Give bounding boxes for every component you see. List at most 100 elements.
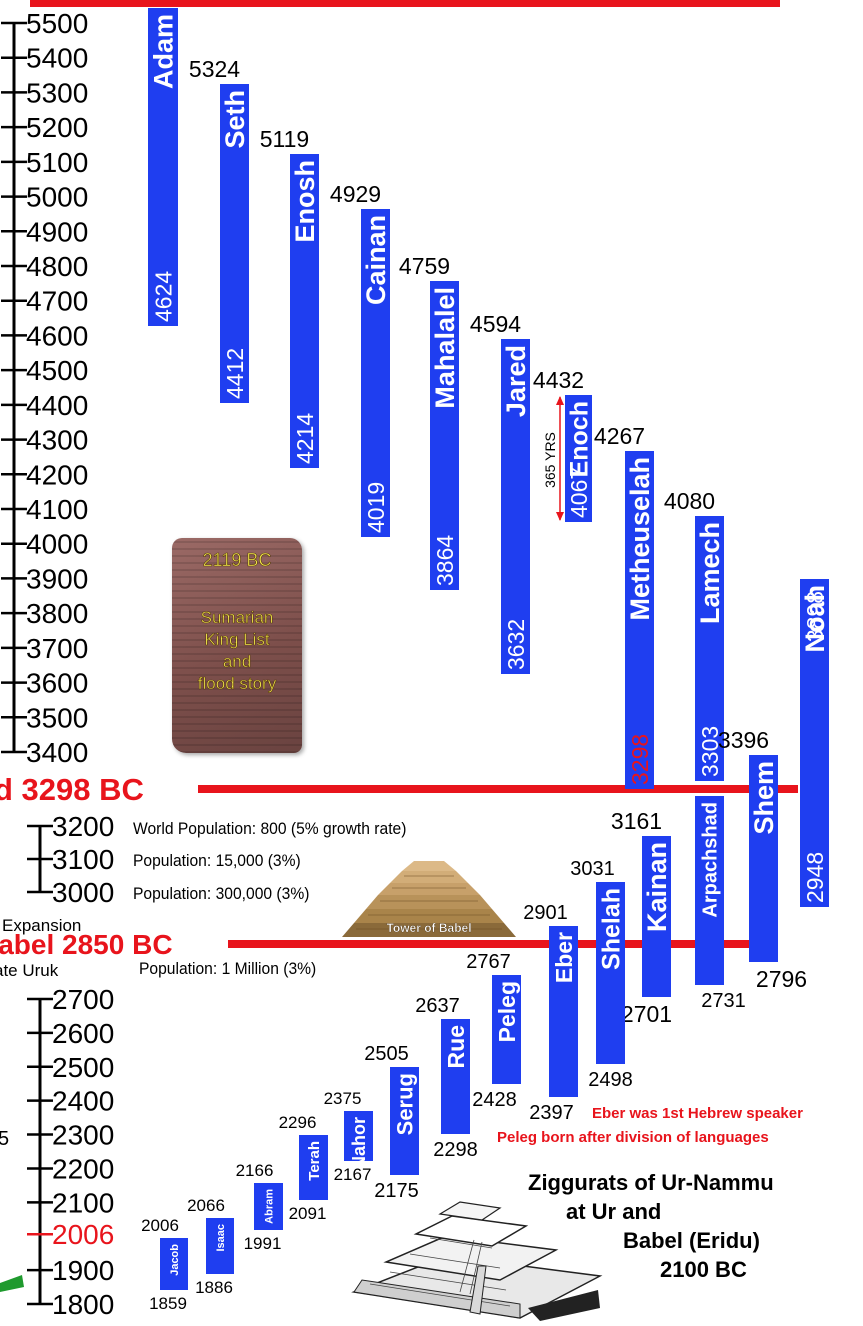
axis-tick-label: 4500 (26, 355, 88, 386)
ziggurat-caption-line: at Ur and (566, 1199, 662, 1224)
lifespan-bar-jacob (160, 1238, 188, 1290)
lifespan-birth-year: 2505 (364, 1043, 409, 1065)
lifespan-death-year: 1991 (244, 1234, 282, 1253)
lifespan-name-label: Jared (501, 345, 531, 417)
axis-tick-label: 4800 (26, 251, 88, 282)
lifespan-bar-terah (299, 1135, 328, 1200)
ziggurat-caption-line: Babel (Eridu) (623, 1228, 760, 1253)
lifespan-inner-year: 3898 (802, 591, 828, 642)
lifespan-death-year: 2701 (621, 1001, 672, 1027)
axis-tick-label: 4300 (26, 425, 88, 456)
lifespan-bar-serug (390, 1067, 419, 1175)
axis-tick-label: 2300 (52, 1120, 114, 1151)
lifespan-death-year: 4067 (566, 467, 592, 518)
axis-tick-label: 5200 (26, 112, 88, 143)
lifespan-death-year: 2397 (529, 1102, 574, 1124)
annotation-note: Population: 300,000 (3%) (133, 884, 309, 903)
lifespan-name-label: Arpachshad (700, 802, 722, 918)
lifespan-death-year: 3864 (432, 535, 458, 586)
lifespan-birth-year: 4929 (330, 181, 381, 207)
axis-tick-label: 3000 (52, 877, 114, 908)
lifespan-birth-year: 2767 (466, 951, 511, 973)
event-line-2850 (228, 940, 750, 948)
axis-tick-label: 1800 (52, 1289, 114, 1320)
enoch-span-label: 365 YRS (542, 432, 558, 488)
axis-tick-label: 5100 (26, 147, 88, 178)
lifespan-birth-year: 3161 (611, 808, 662, 834)
lifespan-death-year: 1886 (195, 1278, 233, 1297)
lifespan-name-label: Enoch (566, 401, 594, 477)
lifespan-birth-year: 2637 (415, 995, 460, 1017)
lifespan-name-label: Eber (551, 932, 577, 983)
lifespan-birth-year: 4432 (533, 367, 584, 393)
lifespan-name-label: Rue (443, 1025, 469, 1068)
lifespan-bar-enoch (565, 395, 592, 522)
lifespan-death-year: 1859 (149, 1294, 187, 1313)
ziggurat-caption-line: 2100 BC (660, 1257, 747, 1282)
lifespan-bar-arpachshad (695, 796, 724, 985)
lifespan-death-year: 4624 (150, 271, 176, 322)
lifespan-bar-cainan (361, 209, 390, 537)
tower-of-babel-image: Tower of Babel (336, 857, 522, 939)
lifespan-birth-year: 4759 (399, 253, 450, 279)
lifespan-birth-year: 5119 (260, 126, 309, 152)
axis-tick-label: 5500 (26, 8, 88, 39)
lifespan-bar-enosh (290, 154, 319, 468)
lifespan-birth-year: 2006 (141, 1216, 179, 1235)
annotation-note: Expansion (2, 916, 81, 935)
lifespan-birth-year: 2066 (187, 1196, 225, 1215)
lifespan-death-year: 2428 (472, 1089, 517, 1111)
lifespan-death-year: 4412 (222, 348, 248, 399)
event-label-2850: Babel 2850 BC (0, 929, 173, 960)
top-red-rule (30, 0, 780, 7)
lifespan-bar-jared (501, 339, 530, 674)
lifespan-bar-mahalalel (430, 281, 459, 590)
axis-tick-label: 3900 (26, 563, 88, 594)
lifespan-name-label: Shem (749, 761, 779, 835)
axis-tick-label: 3800 (26, 598, 88, 629)
lifespan-bar-abram (254, 1183, 283, 1230)
enoch-span-arrow-down (556, 512, 564, 521)
lifespan-birth-year: 2296 (279, 1113, 317, 1132)
axis-tick-label: 2006 (52, 1219, 114, 1250)
lifespan-death-year: 2091 (289, 1204, 327, 1223)
annotation-note: 5 (0, 1128, 9, 1150)
lifespan-death-year: 2175 (374, 1180, 419, 1202)
ziggurat-image (350, 1180, 610, 1321)
axis-tick-label: 3100 (52, 844, 114, 875)
axis-tick-label: 2600 (52, 1018, 114, 1049)
lifespan-name-label: Nahor (349, 1117, 369, 1169)
lifespan-bar-shelah (596, 882, 625, 1064)
lifespan-bar-noah (800, 579, 829, 907)
axis-tick-label: 5300 (26, 77, 88, 108)
lifespan-death-year: 3632 (503, 619, 529, 670)
axis-tick-label: 3500 (26, 702, 88, 733)
event-label-3298: d 3298 BC (0, 772, 144, 807)
axis-tick-label: 4200 (26, 459, 88, 490)
axis-tick-label: 4700 (26, 286, 88, 317)
lifespan-bar-nahor (344, 1111, 373, 1161)
lifespan-death-year: 2167 (334, 1165, 372, 1184)
axis-tick-label: 4000 (26, 529, 88, 560)
lifespan-bar-rue (441, 1019, 470, 1134)
lifespan-name-label: Seth (220, 90, 250, 149)
lifespan-bar-isaac (206, 1218, 234, 1274)
lifespan-bar-shem (749, 755, 778, 962)
lifespan-birth-year: 5324 (189, 56, 240, 82)
lifespan-death-year: 3298 (627, 734, 653, 785)
lifespan-death-year: 2498 (588, 1069, 633, 1091)
lifespan-name-label: Metheuselah (625, 457, 655, 621)
lifespan-bar-kainan (642, 836, 671, 997)
lifespan-death-year: 2948 (802, 852, 828, 903)
ziggurat-caption-line: Ziggurats of Ur-Nammu (528, 1170, 774, 1195)
axis-tick-label: 5000 (26, 182, 88, 213)
enoch-span-arrow-up (556, 396, 564, 405)
axis-tick-label: 4600 (26, 320, 88, 351)
lifespan-birth-year: 3031 (570, 858, 615, 880)
lifespan-name-label: Mahalalel (430, 287, 460, 409)
green-arrow-icon (0, 1275, 24, 1292)
lifespan-name-label: Cainan (361, 215, 391, 305)
lifespan-name-label: Abram (263, 1189, 275, 1224)
axis-tick-label: 5400 (26, 43, 88, 74)
